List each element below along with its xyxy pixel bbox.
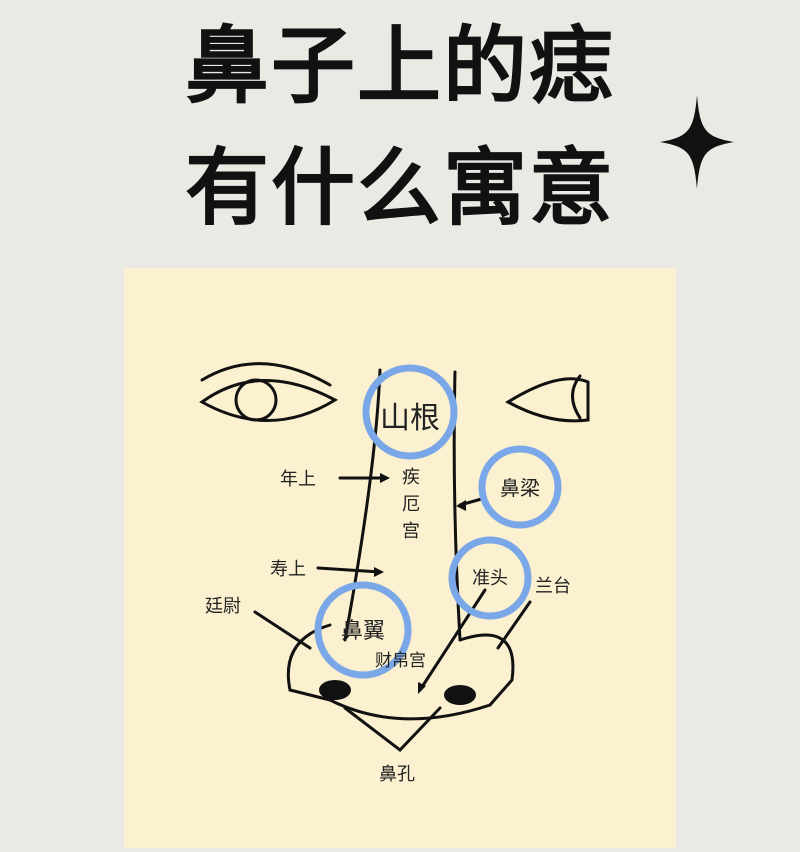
highlight-circle-zhuntou <box>448 536 532 620</box>
sparkle-icon <box>660 95 734 189</box>
right-eye <box>505 377 590 423</box>
left-eye <box>199 379 339 422</box>
nose-diagram-panel: 山根 年上 疾 厄 宫 鼻梁 寿上 准头 兰台 廷尉 鼻翼 财帛宫 鼻孔 <box>124 268 676 848</box>
title-line-1: 鼻子上的痣 <box>184 17 615 115</box>
highlight-circle-shangen <box>362 364 458 460</box>
highlight-circle-biliang <box>478 445 562 529</box>
label-jieegong-2: 厄 <box>402 494 420 515</box>
highlight-circle-biyi <box>314 581 412 679</box>
nose-diagram: 山根 年上 疾 厄 宫 鼻梁 寿上 准头 兰台 廷尉 鼻翼 财帛宫 鼻孔 <box>199 362 590 785</box>
label-biliang: 鼻梁 <box>500 476 540 500</box>
label-biyi: 鼻翼 <box>341 619 385 644</box>
nose-bridge-left <box>343 368 382 642</box>
label-tingwei: 廷尉 <box>205 596 241 617</box>
label-shoushang: 寿上 <box>270 559 306 580</box>
label-zhuntou: 准头 <box>472 568 508 589</box>
label-caibogong: 财帛宫 <box>375 651 426 671</box>
label-lantai: 兰台 <box>535 576 571 597</box>
label-shangen: 山根 <box>380 401 440 436</box>
label-jieegong-1: 疾 <box>402 467 420 488</box>
label-bikong: 鼻孔 <box>379 764 415 785</box>
label-jieegong-3: 宫 <box>402 521 420 542</box>
title-line-2: 有什么寓意 <box>184 139 615 237</box>
label-nianshang: 年上 <box>280 469 316 490</box>
